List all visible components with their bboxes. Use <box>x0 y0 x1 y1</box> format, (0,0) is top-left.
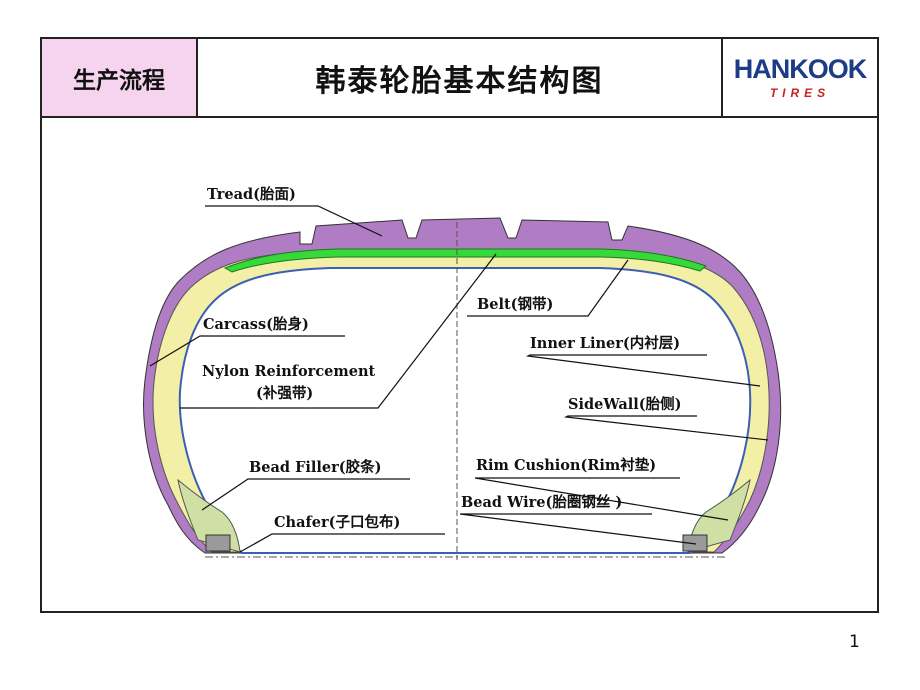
hankook-logo: HANKOOK TIRES <box>723 39 877 116</box>
header-row: 生产流程 韩泰轮胎基本结构图 HANKOOK TIRES <box>42 39 877 118</box>
logo-subtext: TIRES <box>769 85 831 100</box>
slide-frame: 生产流程 韩泰轮胎基本结构图 HANKOOK TIRES <box>40 37 879 613</box>
page-title: 韩泰轮胎基本结构图 <box>198 39 723 116</box>
page-number: 1 <box>849 632 860 652</box>
process-label: 生产流程 <box>42 39 198 116</box>
logo-wordmark: HANKOOK <box>733 53 867 84</box>
